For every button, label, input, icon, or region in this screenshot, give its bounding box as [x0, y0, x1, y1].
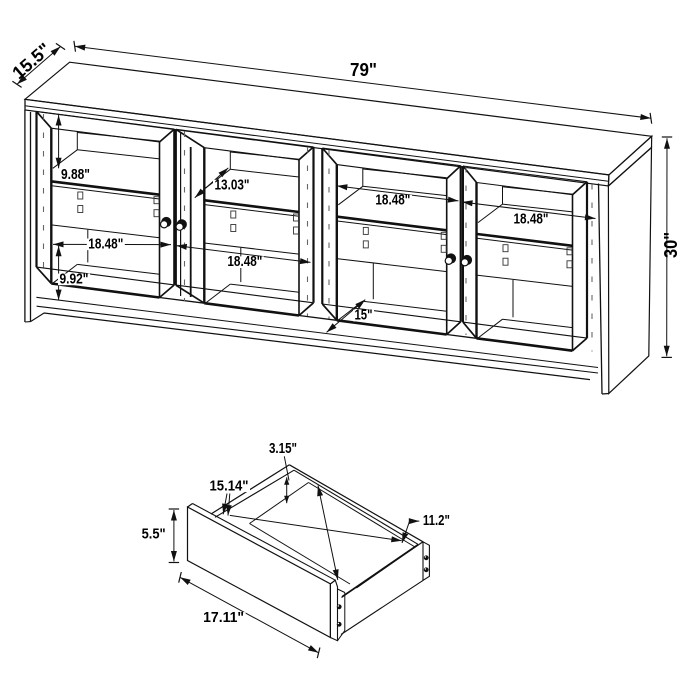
svg-text:15.5": 15.5"	[8, 39, 54, 83]
svg-text:15.14": 15.14"	[210, 478, 249, 494]
svg-text:79": 79"	[350, 59, 377, 80]
svg-text:18.48": 18.48"	[514, 212, 549, 228]
svg-text:5.5": 5.5"	[142, 526, 166, 542]
svg-text:11.2": 11.2"	[423, 513, 450, 529]
svg-text:15": 15"	[355, 308, 373, 324]
svg-text:30": 30"	[660, 232, 681, 258]
svg-text:9.92": 9.92"	[60, 271, 89, 287]
svg-text:18.48": 18.48"	[88, 236, 123, 252]
svg-text:9.88": 9.88"	[61, 167, 90, 183]
svg-text:18.48": 18.48"	[375, 193, 410, 209]
svg-text:13.03": 13.03"	[215, 178, 250, 194]
svg-text:3.15": 3.15"	[269, 441, 297, 457]
svg-text:18.48": 18.48"	[227, 254, 262, 270]
svg-text:17.11": 17.11"	[203, 610, 244, 626]
